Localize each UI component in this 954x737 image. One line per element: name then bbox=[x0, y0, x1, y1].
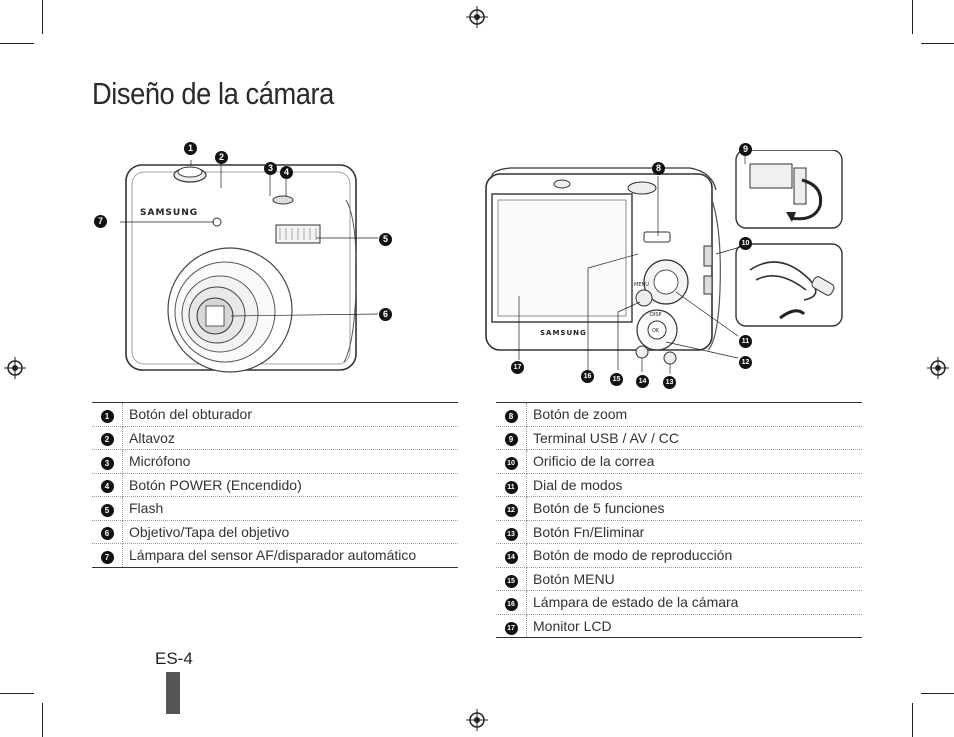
callout-12: 12 bbox=[739, 356, 752, 369]
menu-label: MENU bbox=[634, 282, 649, 288]
callout-6: 6 bbox=[379, 308, 392, 321]
page-title: Diseño de la cámara bbox=[92, 76, 334, 111]
callout-7: 7 bbox=[94, 215, 107, 228]
callout-4: 4 bbox=[280, 166, 293, 179]
crop-mark bbox=[0, 693, 34, 694]
callout-13: 13 bbox=[663, 376, 676, 389]
callout-14: 14 bbox=[636, 375, 649, 388]
crop-mark bbox=[921, 693, 954, 694]
callout-2: 2 bbox=[215, 151, 228, 164]
callout-8: 8 bbox=[652, 162, 665, 175]
callout-10: 10 bbox=[739, 237, 752, 250]
brand-logo: SAMSUNG bbox=[140, 208, 198, 218]
registration-mark-icon bbox=[927, 357, 949, 379]
callout-1: 1 bbox=[184, 142, 197, 155]
callout-16: 16 bbox=[581, 370, 594, 383]
callout-15: 15 bbox=[610, 373, 623, 386]
camera-back-illustration: SAMSUNG MENU OK DISP bbox=[485, 150, 843, 374]
crop-mark bbox=[42, 0, 43, 34]
callout-9: 9 bbox=[739, 143, 752, 156]
crop-mark bbox=[921, 43, 954, 44]
disp-label: DISP bbox=[650, 312, 662, 318]
crop-mark bbox=[42, 703, 43, 737]
brand-logo-back: SAMSUNG bbox=[540, 329, 587, 337]
callout-3: 3 bbox=[264, 162, 277, 175]
camera-front-illustration: SAMSUNG bbox=[120, 160, 379, 373]
registration-mark-icon bbox=[466, 6, 488, 28]
registration-mark-icon bbox=[4, 357, 26, 379]
callout-5: 5 bbox=[379, 233, 392, 246]
ok-label: OK bbox=[652, 328, 660, 334]
crop-mark bbox=[0, 43, 34, 44]
crop-mark bbox=[912, 703, 913, 737]
callout-11: 11 bbox=[739, 335, 752, 348]
callout-17: 17 bbox=[511, 361, 524, 374]
registration-mark-icon bbox=[466, 709, 488, 731]
page-tab-marker bbox=[166, 672, 180, 714]
crop-mark bbox=[912, 0, 913, 34]
page-number: ES-4 bbox=[155, 649, 193, 668]
